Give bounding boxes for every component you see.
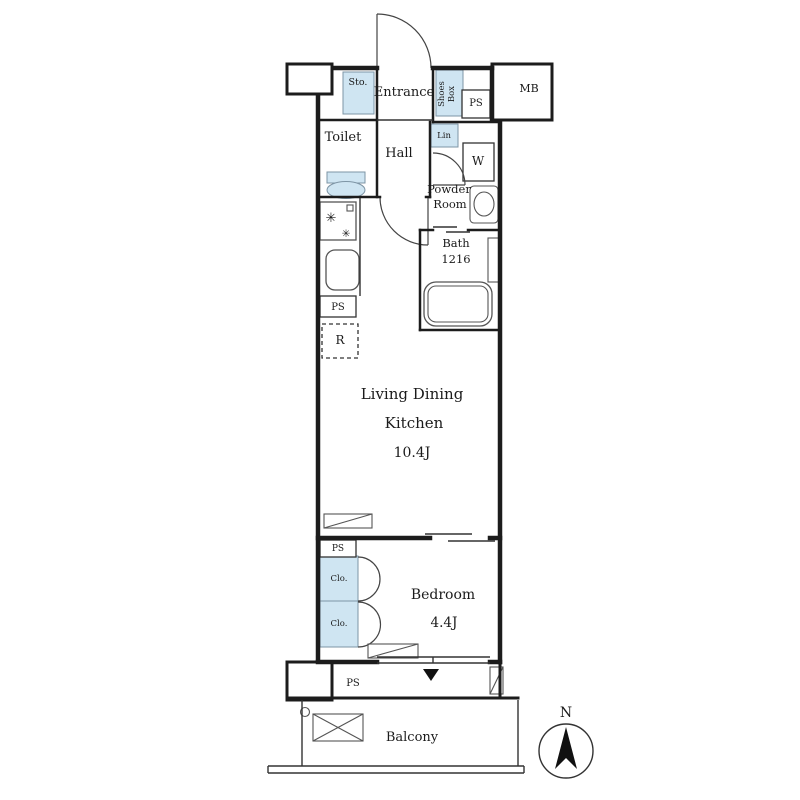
compass-north-label: N <box>560 705 572 721</box>
label-bath-size: 1216 <box>441 252 470 266</box>
label-entrance: Entrance <box>374 85 435 100</box>
label-bedroom-size: 4.4J <box>431 615 458 631</box>
closet-lower-door-arc <box>357 601 382 648</box>
label-ldk-line2: Kitchen <box>385 414 444 432</box>
compass: N <box>538 705 594 779</box>
label-shoes-line1: Shoes <box>437 81 447 107</box>
vanity-basin <box>473 191 495 217</box>
washing-machine-space <box>462 142 495 182</box>
closet-upper-area <box>319 555 359 602</box>
pillar-bottom-left <box>285 660 334 702</box>
sliding-leaf-ldk <box>323 513 373 529</box>
north-arrow-icon <box>555 727 577 769</box>
bathtub <box>423 281 493 327</box>
label-linen: Lin <box>437 131 451 141</box>
window-direction-marker <box>423 669 439 681</box>
label-closet-upper: Clo. <box>331 574 348 584</box>
sliding-leaf-line-1 <box>323 513 373 529</box>
label-ps-entrance: PS <box>469 98 483 109</box>
sliding-leaf-box-2 <box>367 643 419 659</box>
bottom-right-shaft <box>489 666 504 695</box>
shoes-box-area <box>435 69 464 117</box>
toilet-bowl <box>326 181 366 199</box>
label-ps-bedroom: PS <box>332 544 344 554</box>
label-powder-line2: Room <box>433 197 467 211</box>
stove <box>319 201 357 241</box>
doors <box>323 13 466 659</box>
label-storage: Sto. <box>349 77 368 88</box>
walls <box>267 62 525 774</box>
blue-areas <box>319 69 464 648</box>
closet-upper-door-arc <box>357 556 381 602</box>
sliding-leaf-bedroom <box>367 643 419 659</box>
sliding-leaf-line-2 <box>367 643 419 659</box>
label-washer: W <box>472 154 485 168</box>
burner-icon: ✳ <box>326 211 337 226</box>
label-refrigerator: R <box>335 333 345 347</box>
kitchen-sink <box>325 249 360 291</box>
label-meter-box: MB <box>519 82 538 95</box>
refrigerator-space <box>321 323 359 359</box>
label-closet-lower: Clo. <box>331 619 348 629</box>
label-bedroom: Bedroom <box>411 587 475 603</box>
bathtub-inner <box>427 285 489 323</box>
fixtures <box>299 62 554 742</box>
label-ps-balcony: PS <box>346 678 360 689</box>
label-bath: Bath <box>442 236 470 250</box>
storage-area <box>342 71 375 115</box>
pillar-top-left <box>285 62 334 96</box>
label-ps-kitchen: PS <box>331 302 345 313</box>
hatch-diagonal-2 <box>312 713 364 742</box>
label-ldk-size: 10.4J <box>394 445 431 461</box>
labels: Sto. Entrance Shoes Box PS MB Toilet Hal… <box>325 77 539 745</box>
meter-box <box>490 62 554 122</box>
label-ldk-line1: Living Dining <box>361 385 464 403</box>
label-toilet: Toilet <box>325 130 362 145</box>
label-shoes-line2: Box <box>447 86 457 102</box>
balcony-hatch-box <box>312 713 364 742</box>
label-hall: Hall <box>385 146 412 161</box>
entrance-door-arc <box>376 13 432 69</box>
stove-control <box>346 204 354 212</box>
burner-icon: ✳ <box>342 228 351 240</box>
label-balcony: Balcony <box>386 730 439 745</box>
powder-door-arc <box>432 152 466 186</box>
ps-entrance-box <box>461 89 491 119</box>
sliding-leaf-box-1 <box>323 513 373 529</box>
label-powder-line1: Powder <box>427 182 471 196</box>
balcony-drain <box>299 706 311 718</box>
closet-lower-area <box>319 600 359 648</box>
